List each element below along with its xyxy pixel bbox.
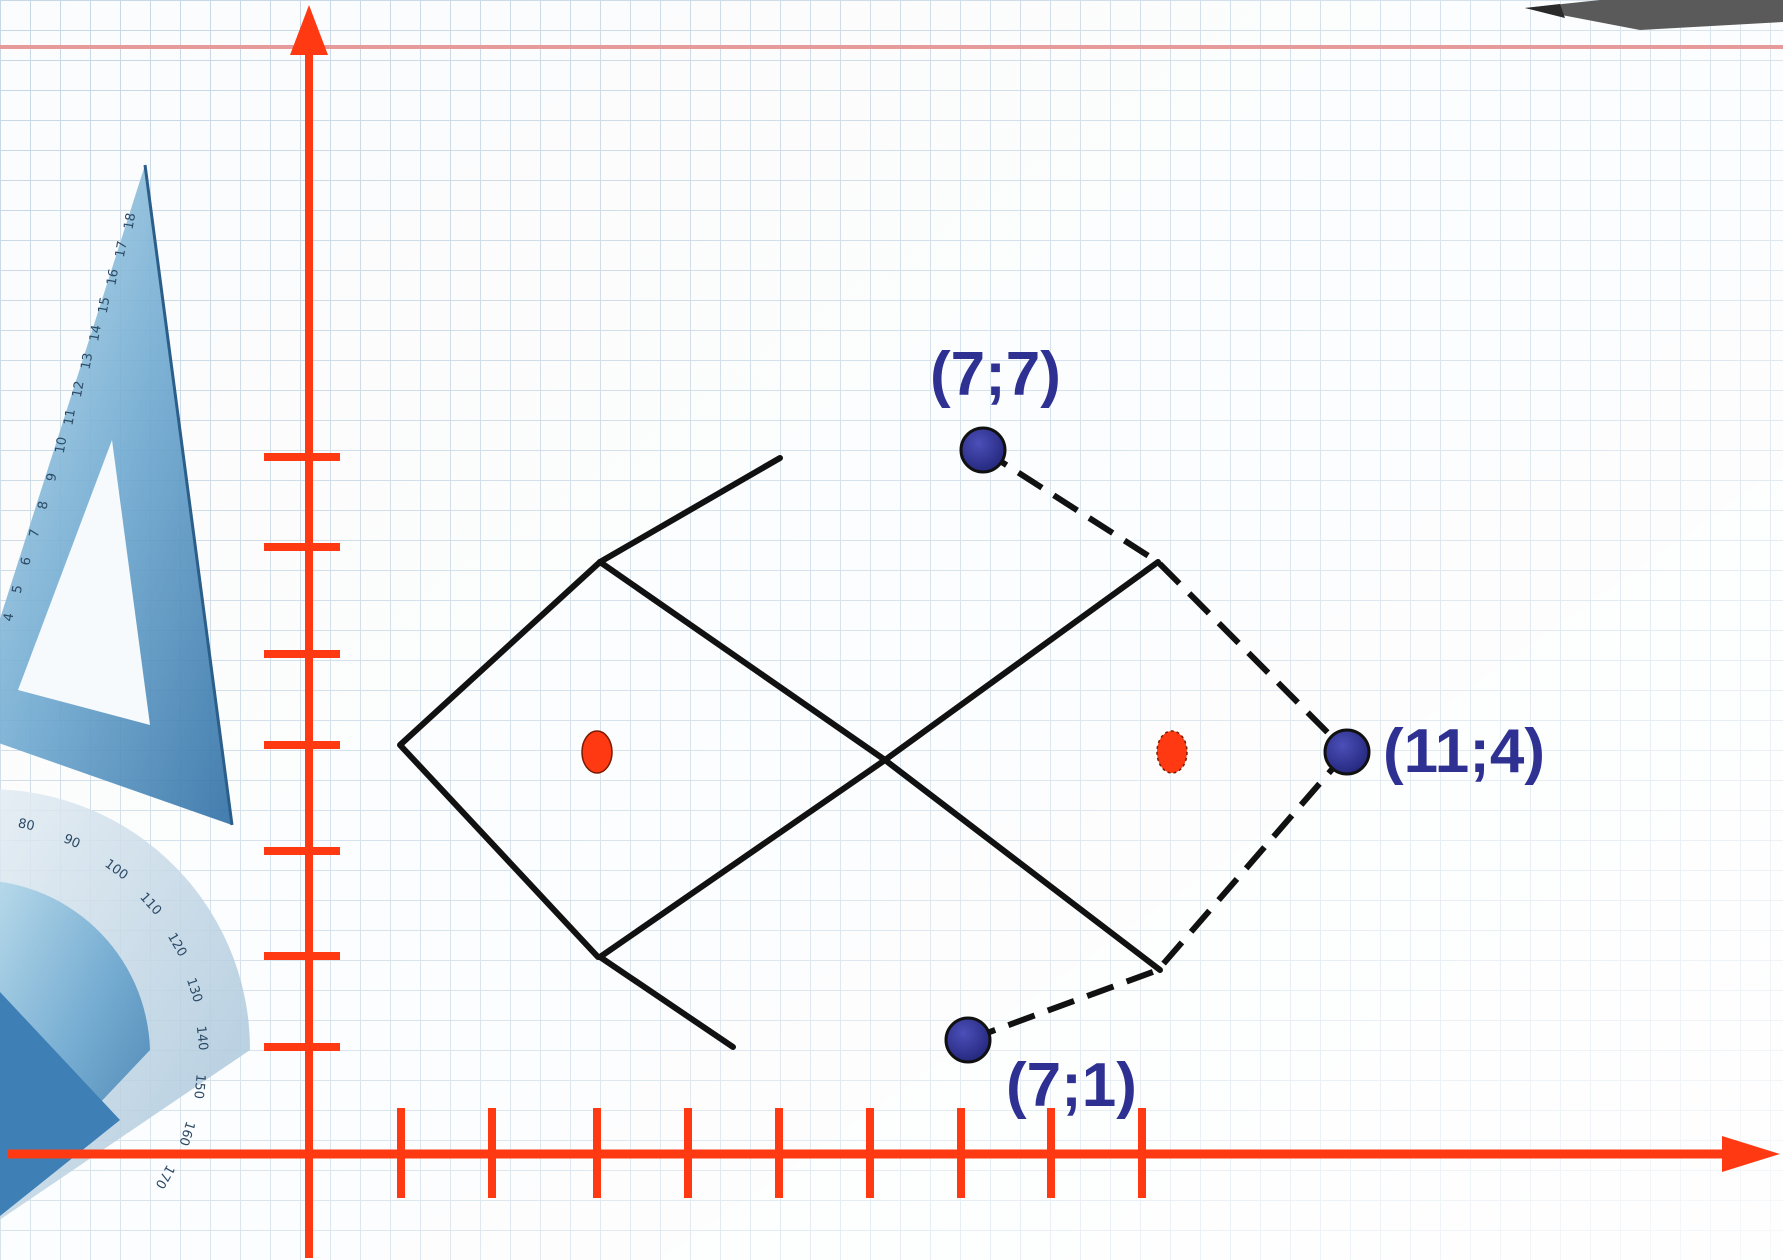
set-square-number: 10	[53, 436, 71, 455]
point-label: (7;1)	[1006, 1051, 1137, 1120]
point-7-1: (7;1)	[944, 1016, 1137, 1120]
set-square-number: 12	[70, 380, 88, 399]
set-square-icon: 4 5 6 7 8 9 10 11 12 13 14 15 16 17 18	[0, 164, 234, 826]
dashed-lower-path	[966, 750, 1350, 1043]
protractor-number: 160	[175, 1119, 197, 1147]
set-square-number: 13	[79, 352, 97, 371]
set-square-number: 11	[61, 408, 79, 427]
right-eye-dot	[1156, 730, 1188, 774]
dashed-construction	[966, 447, 1350, 1043]
left-eye-dot	[581, 730, 613, 774]
figure-top-fin	[597, 455, 783, 565]
pencil-icon	[1525, 0, 1783, 30]
set-square-number: 8	[36, 500, 52, 511]
figure-bottom-fin	[597, 954, 736, 1050]
protractor-icon: 2030405060708090100110120130140150160170	[0, 789, 251, 1220]
point-11-4: (11;4)	[1323, 717, 1545, 786]
set-square-number: 17	[113, 240, 131, 259]
protractor-number: 80	[17, 816, 36, 834]
protractor-number: 150	[190, 1073, 208, 1099]
figure-left-wedge	[397, 559, 603, 960]
point-marker	[944, 1016, 992, 1064]
y-axis-ticks	[264, 453, 340, 1051]
set-square-number: 5	[10, 584, 26, 595]
dashed-upper-path	[981, 447, 1350, 755]
protractor-number: 140	[193, 1025, 211, 1051]
set-square-number: 18	[122, 212, 140, 231]
set-square-number: 9	[44, 472, 60, 483]
fish-figure	[397, 455, 1163, 1050]
set-square-number: 4	[1, 612, 17, 623]
point-label: (11;4)	[1383, 717, 1545, 786]
x-axis-arrow-icon	[1722, 1136, 1780, 1172]
set-square-number: 6	[18, 556, 34, 567]
protractor-number: 130	[183, 976, 205, 1004]
point-marker	[1323, 728, 1371, 776]
y-axis-arrow-icon	[290, 5, 328, 55]
point-label: (7;7)	[930, 340, 1061, 409]
protractor-number: 90	[61, 832, 82, 852]
x-axis-ticks	[397, 1108, 1146, 1198]
point-7-7: (7;7)	[930, 340, 1061, 474]
point-marker	[959, 426, 1007, 474]
set-square-number: 7	[27, 528, 43, 539]
set-square-number: 16	[104, 268, 122, 287]
figure-diagonal-up	[597, 559, 1161, 960]
set-square-number: 14	[87, 324, 105, 343]
set-square-number: 15	[96, 296, 114, 315]
